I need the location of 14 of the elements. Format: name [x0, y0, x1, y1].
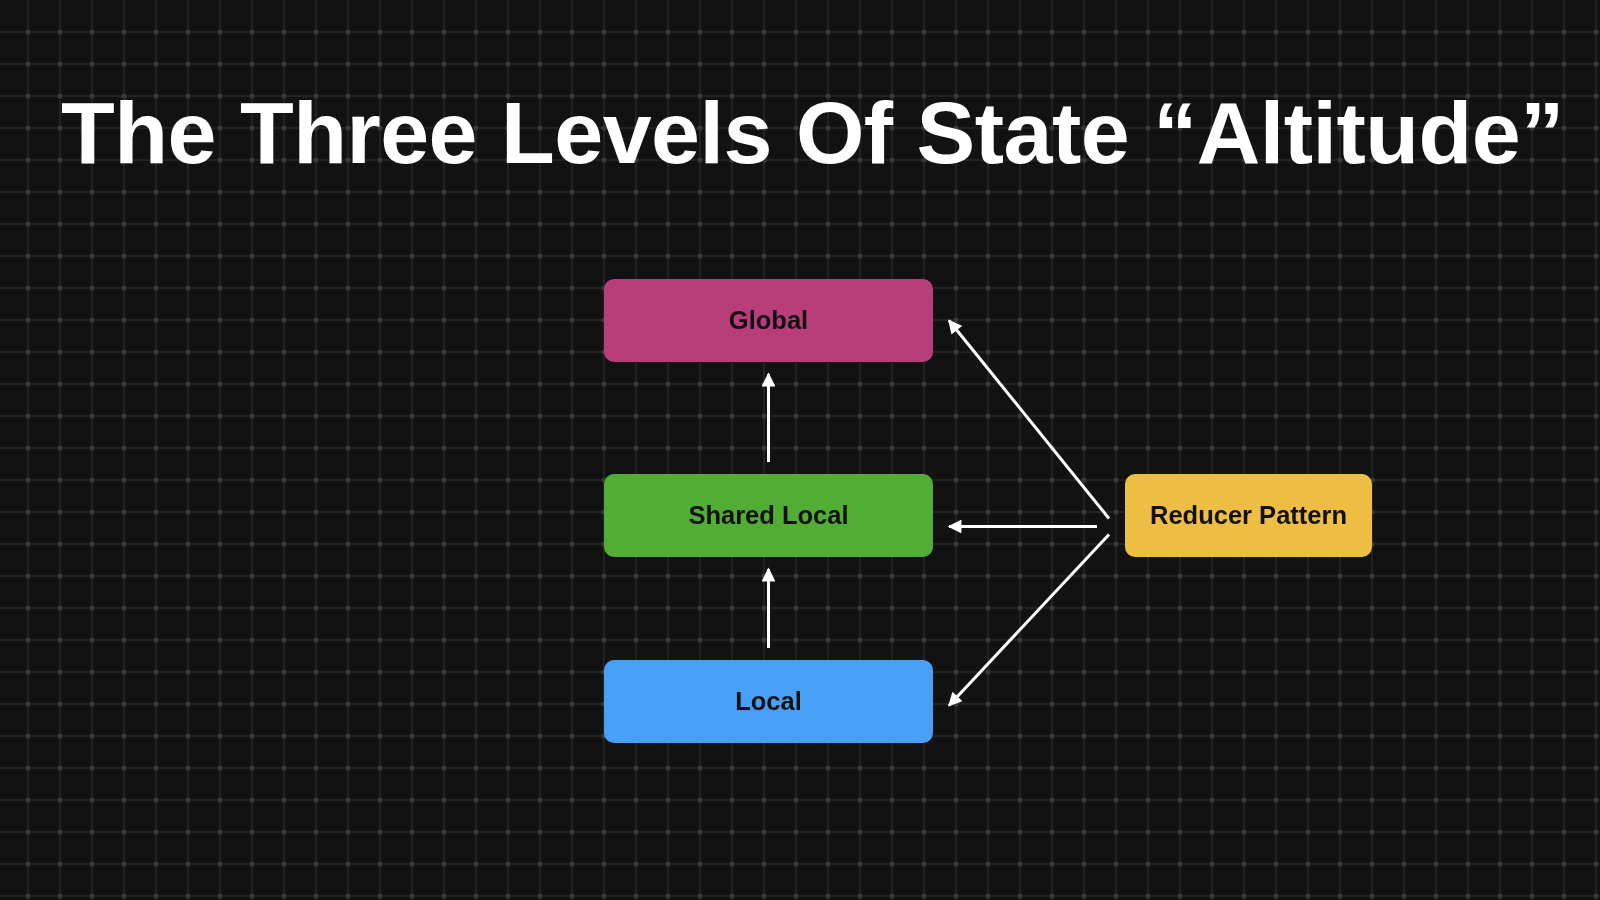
process-box: [1125, 474, 1372, 557]
title: The Three Levels Of State “Altitude”: [61, 88, 1564, 177]
arrow: [947, 533, 1111, 707]
box-label: Shared Local: [688, 501, 849, 530]
arrow: [761, 372, 776, 462]
process-box: [604, 474, 933, 557]
process-box: [604, 279, 933, 362]
box-label: Reducer Pattern: [1150, 501, 1347, 530]
process-box: [604, 660, 933, 743]
arrow: [947, 519, 1097, 534]
arrow: [947, 319, 1111, 520]
box-label: Local: [735, 687, 802, 716]
arrow: [761, 567, 776, 648]
box-label: Global: [728, 306, 809, 335]
